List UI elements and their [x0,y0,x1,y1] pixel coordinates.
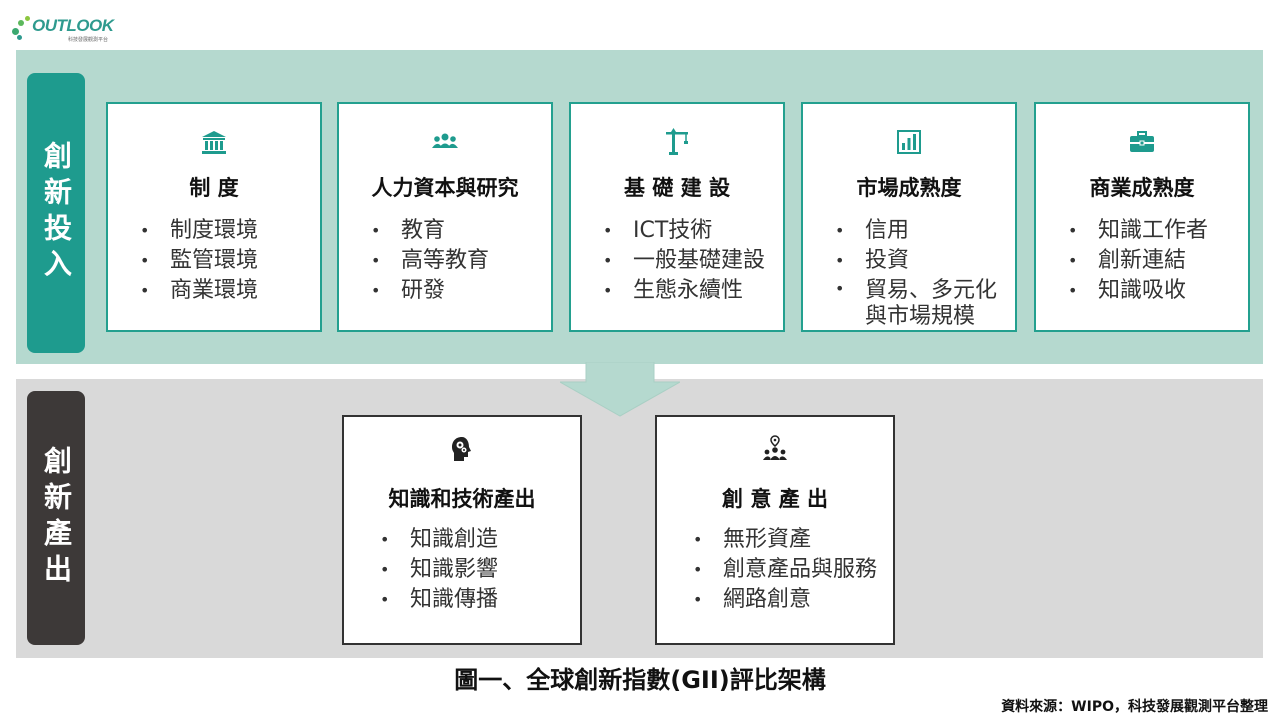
list-item: 知識吸收 [1064,276,1242,306]
card-item-list: 信用 投資 貿易、多元化與市場規模 [831,216,1009,330]
input-card-market-sophistication: 市場成熟度 信用 投資 貿易、多元化與市場規模 [801,102,1017,332]
card-title: 創 意 產 出 [722,487,828,511]
card-title: 人力資本與研究 [371,176,519,200]
card-title: 基 礎 建 設 [624,176,730,200]
crane-icon [666,128,688,155]
list-item: 監管環境 [136,246,314,276]
card-title: 市場成熟度 [856,176,962,200]
list-item: 投資 [831,246,1009,276]
head-gears-icon [452,437,471,461]
list-item: 無形資產 [689,525,887,555]
card-item-list: 無形資產 創意產品與服務 網路創意 [689,525,887,615]
input-card-infrastructure: 基 礎 建 設 ICT技術 一般基礎建設 生態永續性 [569,102,785,332]
list-item: 創新連結 [1064,246,1242,276]
outlook-logo: OUTLOOK 科技發展觀測平台 [10,10,120,44]
list-item: 教育 [367,216,545,246]
list-item: 貿易、多元化與市場規模 [831,276,1009,330]
input-side-label: 創新投入 [27,73,85,353]
list-item: 知識影響 [376,555,574,585]
list-item: 研發 [367,276,545,306]
card-item-list: 教育 高等教育 研發 [367,216,545,306]
list-item: 創意產品與服務 [689,555,887,585]
list-item: 高等教育 [367,246,545,276]
source-note: 資料來源：WIPO，科技發展觀測平台整理 [1001,699,1268,715]
list-item: ICT技術 [599,216,777,246]
list-item: 網路創意 [689,585,887,615]
list-item: 知識工作者 [1064,216,1242,246]
list-item: 信用 [831,216,1009,246]
list-item: 一般基礎建設 [599,246,777,276]
card-item-list: 制度環境 監管環境 商業環境 [136,216,314,306]
card-item-list: 知識工作者 創新連結 知識吸收 [1064,216,1242,306]
people-location-icon [763,435,787,460]
card-item-list: 知識創造 知識影響 知識傳播 [376,525,574,615]
list-item: 知識傳播 [376,585,574,615]
card-title: 商業成熟度 [1089,176,1195,200]
list-item: 生態永續性 [599,276,777,306]
output-side-label: 創新產出 [27,391,85,645]
card-title: 制 度 [189,176,239,200]
card-title: 知識和技術產出 [388,487,536,511]
list-item: 制度環境 [136,216,314,246]
bar-chart-icon [897,130,921,154]
innovation-output-band [16,379,1263,658]
people-group-icon [432,133,458,148]
list-item: 知識創造 [376,525,574,555]
briefcase-icon [1130,131,1154,152]
card-item-list: ICT技術 一般基礎建設 生態永續性 [599,216,777,306]
output-card-knowledge-technology: 知識和技術產出 知識創造 知識影響 知識傳播 [342,415,582,645]
input-card-institutions: 制 度 制度環境 監管環境 商業環境 [106,102,322,332]
institution-icon [202,131,226,154]
input-card-human-capital: 人力資本與研究 教育 高等教育 研發 [337,102,553,332]
list-item: 商業環境 [136,276,314,306]
logo-dots-icon [12,14,40,42]
down-arrow-icon [560,362,680,417]
logo-subtitle: 科技發展觀測平台 [68,37,109,43]
logo-word: OUTLOOK [32,16,114,35]
figure-caption: 圖一、全球創新指數(GII)評比架構 [454,666,826,694]
output-card-creative: 創 意 產 出 無形資產 創意產品與服務 網路創意 [655,415,895,645]
input-card-business-sophistication: 商業成熟度 知識工作者 創新連結 知識吸收 [1034,102,1250,332]
